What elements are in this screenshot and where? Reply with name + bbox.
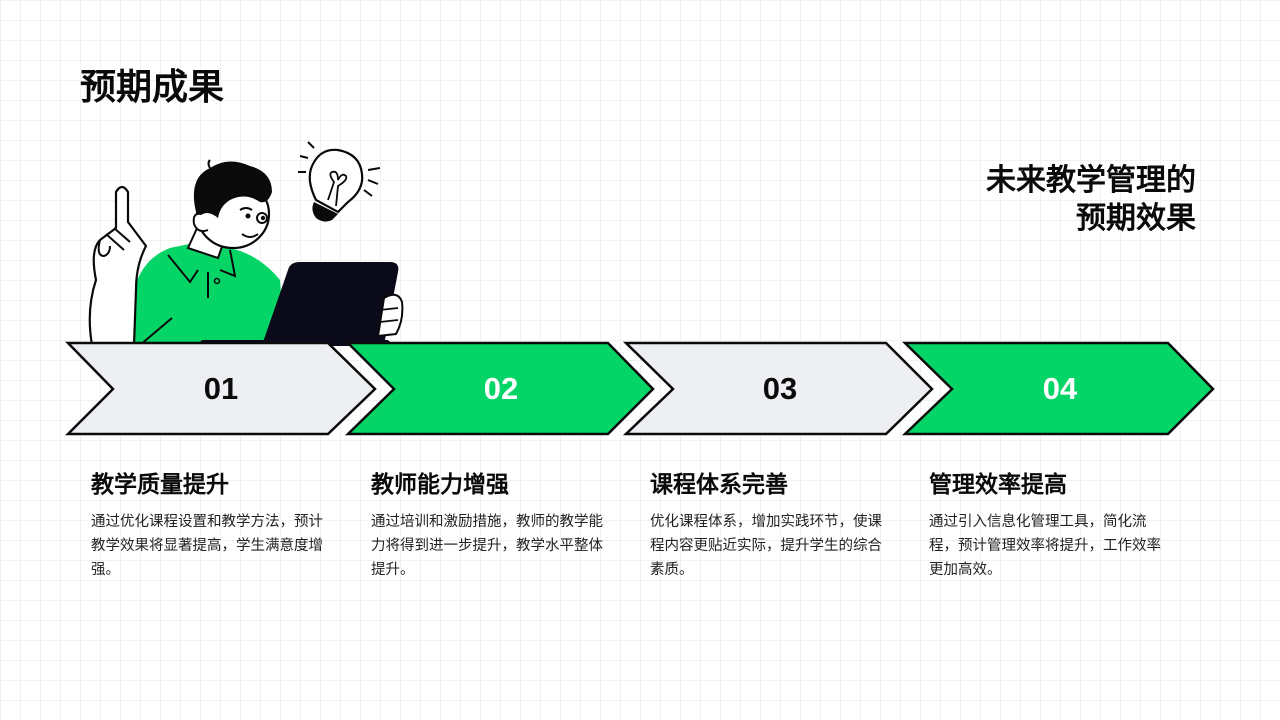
illustration bbox=[88, 141, 404, 350]
step-title: 教学质量提升 bbox=[91, 472, 229, 498]
chevron-step-4[interactable] bbox=[901, 341, 1215, 436]
step-title: 管理效率提高 bbox=[929, 472, 1067, 498]
tablet-icon bbox=[200, 262, 404, 346]
step-title: 教师能力增强 bbox=[371, 472, 509, 498]
chevron-step-2[interactable] bbox=[344, 341, 655, 436]
step-description: 优化课程体系，增加实践环节，使课程内容更贴近实际，提升学生的综合素质。 bbox=[650, 514, 882, 578]
subtitle-line-2: 预期效果 bbox=[1076, 201, 1196, 236]
raised-finger-hand-icon bbox=[88, 185, 148, 347]
chevron-step-3[interactable] bbox=[622, 341, 934, 436]
step-description: 通过优化课程设置和教学方法，预计教学效果将显著提高，学生满意度增强。 bbox=[91, 514, 323, 578]
step-number-4: 04 bbox=[1042, 371, 1078, 406]
step-title: 课程体系完善 bbox=[650, 472, 788, 498]
step-card-4: 管理效率提高 通过引入信息化管理工具，简化流程，预计管理效率将提升，工作效率更加… bbox=[929, 468, 1174, 582]
step-description: 通过培训和激励措施，教师的教学能力将得到进一步提升，教学水平整体提升。 bbox=[371, 514, 603, 578]
step-number-3: 03 bbox=[762, 371, 798, 406]
step-card-3: 课程体系完善 优化课程体系，增加实践环节，使课程内容更贴近实际，提升学生的综合素… bbox=[650, 468, 895, 582]
subtitle-line-1: 未来教学管理的 bbox=[986, 163, 1196, 198]
chevron-step-1[interactable] bbox=[64, 341, 377, 436]
subtitle: 未来教学管理的 预期效果 bbox=[986, 162, 1196, 238]
step-number-2: 02 bbox=[483, 371, 519, 406]
step-number-1: 01 bbox=[203, 371, 239, 406]
step-card-2: 教师能力增强 通过培训和激励措施，教师的教学能力将得到进一步提升，教学水平整体提… bbox=[371, 468, 616, 582]
page-title: 预期成果 bbox=[80, 67, 225, 108]
step-card-1: 教学质量提升 通过优化课程设置和教学方法，预计教学效果将显著提高，学生满意度增强… bbox=[91, 468, 336, 582]
person-icon bbox=[130, 159, 285, 350]
lightbulb-icon bbox=[298, 141, 381, 222]
step-description: 通过引入信息化管理工具，简化流程，预计管理效率将提升，工作效率更加高效。 bbox=[929, 514, 1161, 578]
